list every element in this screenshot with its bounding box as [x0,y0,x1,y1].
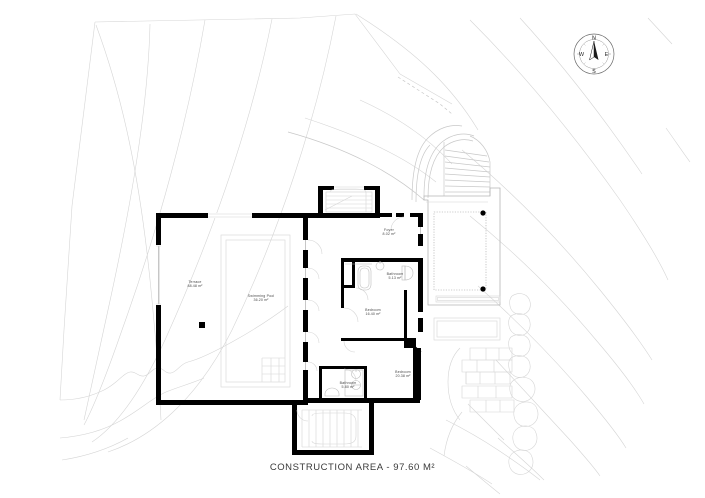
terrace-wall-south [156,400,308,405]
bathroom-upper-partitions [341,258,372,288]
canopy-column-north [480,210,486,216]
sink-lower [351,369,361,379]
door-bath-upper [355,287,369,301]
wall-bath2-east [364,366,367,398]
door-swings [296,216,405,422]
pool-water-edge [225,239,286,383]
terrace-column [199,322,205,328]
door-bath-lower [343,368,357,382]
wc-upper [404,265,414,281]
compass-south-label: S [592,69,596,75]
shower-lower [351,380,361,390]
wall-house-west-e [303,342,308,362]
house-walls [292,186,423,455]
wall-foyer-east-b [418,234,423,246]
compass-north-label: N [592,36,596,42]
wall-lowerstair-south [292,450,374,455]
wall-house-west-f [303,370,308,405]
wall-stair-west [318,186,323,216]
site-contour-lines [59,13,691,495]
construction-area-caption: CONSTRUCTION AREA - 97.60 M² [269,462,436,473]
wall-lower-south [308,398,420,403]
wall-east-mid [418,288,423,312]
wall-foyer-east-a [418,213,423,227]
pool-coping [220,234,291,388]
door-foyer [390,216,405,231]
door-west-a [307,239,323,255]
wall-bed1-west [341,288,344,308]
terrace-wall-west-upper [156,213,161,245]
wall-house-west-b [303,250,308,268]
wall-bed2-east [413,348,421,400]
wall-stair-south [318,213,380,218]
compass-west-label: W [579,52,585,58]
terrace-wall-west-lower [156,305,161,405]
stone-retaining-wall [443,293,539,475]
plumbing-fixtures [324,261,414,397]
wall-stair-east [375,186,380,216]
exterior-garden-stair [411,125,491,203]
right-terrace [423,187,501,341]
interior-staircase-lower [301,409,362,448]
pool-entry-steps [261,357,285,382]
wall-bath2-north [319,366,367,369]
wc-lower [324,387,340,397]
wall-lowerstair-west [292,403,297,455]
wall-house-west-a [303,218,308,240]
interior-staircase-upper [324,188,373,213]
wall-bath-north [341,258,421,262]
wall-bed1-south [341,338,407,341]
wall-bath-east [418,258,423,288]
terrace-enclosure [156,213,308,405]
north-arrow: N S E W [573,33,615,75]
bathtub-upper [357,265,372,291]
compass-east-label: E [605,52,609,58]
wall-lowerstair-east [369,403,374,455]
garden-planter [433,317,501,341]
canopy-column-south [480,286,486,292]
wall-bed1-east [404,290,407,340]
wall-house-west-c [303,278,308,300]
wall-house-west-d [303,310,308,332]
wall-bath2-west [319,366,322,398]
door-bed1 [343,307,359,323]
